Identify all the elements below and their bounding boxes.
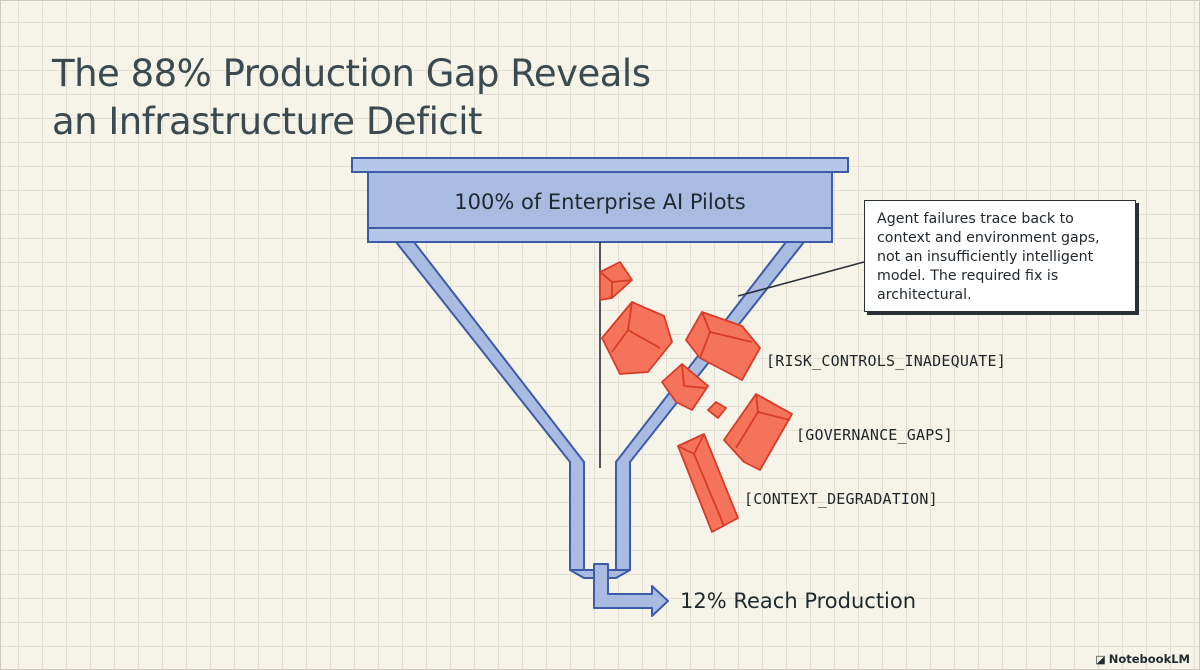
failure-blocks [599, 261, 793, 533]
funnel-rim [351, 157, 849, 173]
failure-block [707, 401, 727, 419]
failure-block [677, 433, 739, 533]
callout-box: Agent failures trace back to context and… [864, 200, 1136, 312]
failure-block [723, 393, 793, 471]
failure-block [661, 363, 709, 411]
title-line-2: an Infrastructure Deficit [52, 100, 483, 143]
funnel-bottom-label: 12% Reach Production [680, 589, 917, 613]
funnel-band [367, 227, 833, 243]
brand-name: NotebookLM [1108, 652, 1190, 666]
brand-watermark: ◪NotebookLM [1095, 652, 1190, 666]
funnel-top-label: 100% of Enterprise AI Pilots [454, 190, 746, 214]
title-line-1: The 88% Production Gap Reveals [52, 52, 651, 95]
funnel-top-box [367, 171, 833, 229]
failure-block [601, 301, 673, 375]
failure-block [599, 261, 633, 301]
callout-pointer [737, 261, 865, 297]
failure-block [685, 311, 761, 381]
failure-tag-governance: [GOVERNANCE_GAPS] [796, 426, 953, 444]
callout-text: Agent failures trace back to context and… [877, 211, 1100, 303]
failure-tag-risk-controls: [RISK_CONTROLS_INADEQUATE] [766, 352, 1006, 370]
funnel-left-wall [395, 241, 585, 571]
output-arrow [593, 563, 669, 617]
failure-tag-context: [CONTEXT_DEGRADATION] [744, 490, 938, 508]
slide-title: The 88% Production Gap Reveals an Infras… [52, 50, 651, 146]
notebooklm-logo-icon: ◪ [1095, 653, 1106, 666]
